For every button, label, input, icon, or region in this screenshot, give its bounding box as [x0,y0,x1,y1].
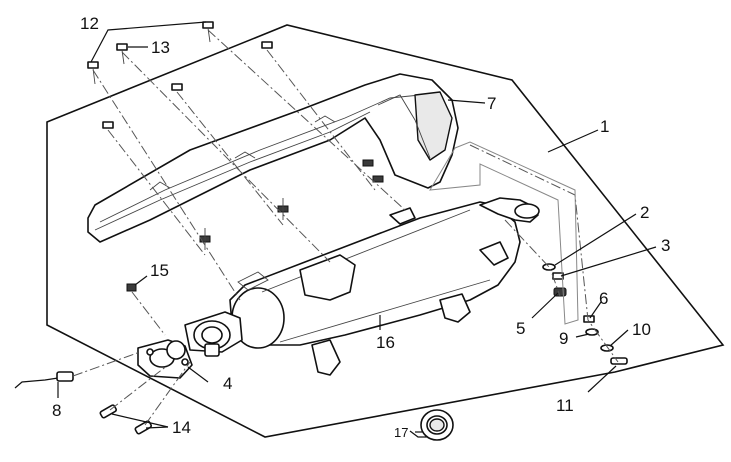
assembly-axes [92,29,619,426]
fastener-stacks [87,21,628,435]
hardware-box [429,141,579,325]
callout-17: 17 [394,425,408,440]
callout-13: 13 [151,38,170,57]
sensor-cable [14,351,141,389]
callout-11: 11 [556,396,574,415]
bolt-15 [126,283,137,292]
inlet-flange [137,311,243,379]
ring-gasket-17 [420,409,454,441]
callout-5: 5 [516,319,525,338]
callout-4: 4 [223,374,232,393]
callout-6: 6 [599,289,608,308]
callout-12: 12 [80,14,99,33]
callout-16: 16 [376,333,395,352]
bolt-12-right [202,21,214,43]
callout-7: 7 [487,94,496,113]
callout-8: 8 [52,401,61,420]
callout-10: 10 [632,320,651,339]
callout-3: 3 [661,236,670,255]
callout-14: 14 [172,418,191,437]
assembly-group-outline [46,24,725,438]
callout-1: 1 [600,117,609,136]
bolts-14 [99,404,152,435]
callout-2: 2 [640,203,649,222]
bolt-13 [116,43,128,65]
clamp [204,343,220,357]
heat-shield [87,73,459,243]
muffler-body [229,197,540,376]
callout-labels: 1 2 3 4 5 6 7 8 9 10 11 12 13 14 15 16 1… [52,14,670,440]
callout-9: 9 [559,329,568,348]
bolt-12-left [87,61,99,85]
leader-lines [57,21,657,438]
callout-15: 15 [150,261,169,280]
